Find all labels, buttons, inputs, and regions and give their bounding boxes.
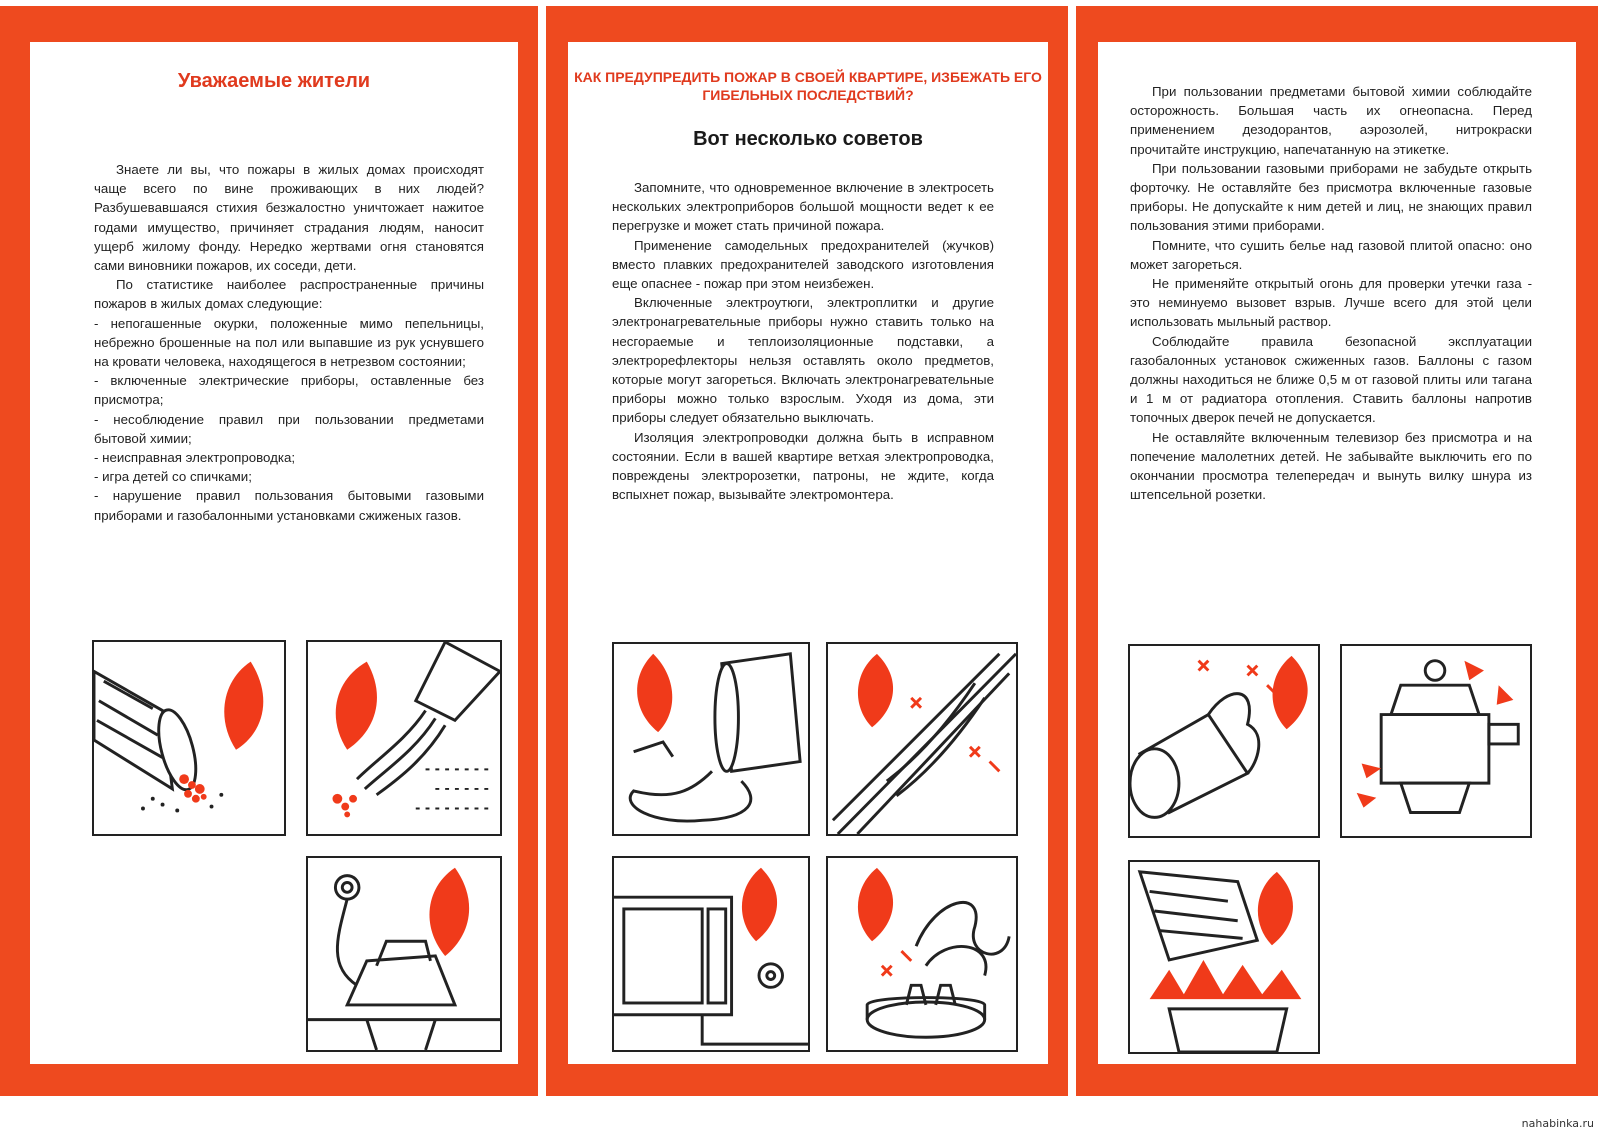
paragraph: Не применяйте открытый огонь для проверк… bbox=[1130, 276, 1532, 330]
television-illustration bbox=[612, 856, 810, 1052]
panel-heading: КАК ПРЕДУПРЕДИТЬ ПОЖАР В СВОЕЙ КВАРТИРЕ,… bbox=[574, 69, 1042, 103]
paragraph: Знаете ли вы, что пожары в жилых домах п… bbox=[94, 162, 484, 274]
list-item: - непогашенные окурки, положенные мимо п… bbox=[94, 315, 484, 370]
light-bulb-sparks-illustration bbox=[1128, 644, 1320, 838]
panel-left-content: Уважаемые жители Знаете ли вы, что пожар… bbox=[30, 42, 518, 1064]
panel-right: При пользовании предметами бытовой химии… bbox=[1076, 6, 1598, 1096]
paragraph: Изоляция электропроводки должна быть в и… bbox=[612, 429, 994, 503]
paragraph: Включенные электроутюги, электроплитки и… bbox=[612, 295, 994, 426]
paragraph: Не оставляйте включенным телевизор без п… bbox=[1130, 429, 1532, 503]
cigarette-on-carpet-illustration bbox=[306, 640, 502, 836]
laundry-over-gas-burner-illustration bbox=[1128, 860, 1320, 1054]
paragraph: При пользовании предметами бытовой химии… bbox=[1130, 84, 1532, 157]
list-item: - игра детей со спичками; bbox=[94, 469, 252, 485]
paragraph: Запомните, что одновременное включение в… bbox=[612, 180, 994, 234]
panel-title: Уважаемые жители bbox=[177, 70, 371, 92]
paragraph: Соблюдайте правила безопасной эксплуатац… bbox=[1130, 333, 1532, 426]
hotplate-wires-illustration bbox=[826, 856, 1018, 1052]
paragraph: По статистике наиболее распространенные … bbox=[94, 277, 484, 312]
list-item: - несоблюдение правил при пользовании пр… bbox=[94, 411, 484, 446]
broom-sparks-illustration bbox=[826, 642, 1018, 836]
list-item: - неисправная электропроводка; bbox=[94, 450, 296, 466]
panel-middle-text: Запомните, что одновременное включение в… bbox=[612, 178, 994, 504]
paragraph: Применение самодельных предохранителей (… bbox=[612, 237, 994, 292]
panel-right-text: При пользовании предметами бытовой химии… bbox=[1130, 82, 1532, 504]
gas-cylinder-valve-illustration bbox=[1340, 644, 1532, 838]
paragraph: Помните, что сушить белье над газовой пл… bbox=[1130, 237, 1532, 272]
cigarette-ash-illustration bbox=[92, 640, 286, 836]
panel-right-content: При пользовании предметами бытовой химии… bbox=[1098, 42, 1576, 1064]
list-item: - нарушение правил пользования бытовыми … bbox=[94, 488, 484, 523]
panel-left-text: Знаете ли вы, что пожары в жилых домах п… bbox=[94, 160, 484, 525]
spilled-chemical-can-illustration bbox=[612, 642, 810, 836]
panel-left: Уважаемые жители Знаете ли вы, что пожар… bbox=[0, 6, 538, 1096]
iron-illustration bbox=[306, 856, 502, 1052]
panel-subtitle: Вот несколько советов bbox=[693, 128, 923, 150]
list-item: - включенные электрические приборы, оста… bbox=[94, 373, 484, 408]
watermark: nahabinka.ru bbox=[1521, 1117, 1594, 1130]
paragraph: При пользовании газовыми приборами не за… bbox=[1130, 160, 1532, 234]
